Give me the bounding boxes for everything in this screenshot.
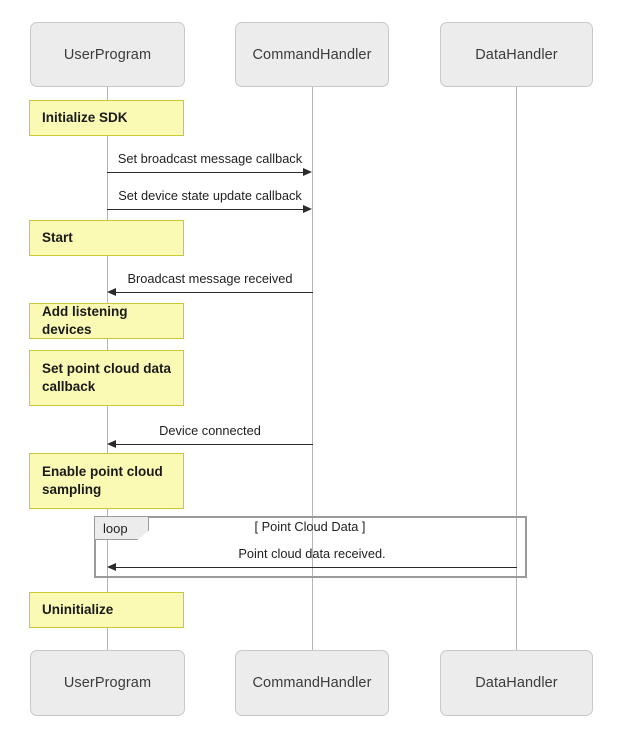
participant-label: DataHandler — [475, 46, 558, 63]
action-set-point-cloud-data-callback[interactable]: Set point cloud data callback — [29, 350, 184, 406]
message-arrowhead-set-device-state-update-callback — [303, 205, 312, 213]
action-label: Add listening devices — [42, 304, 128, 337]
action-label: Start — [42, 230, 73, 246]
participant-commandhandler-header[interactable]: CommandHandler — [235, 22, 389, 87]
participant-commandhandler-footer[interactable]: CommandHandler — [235, 650, 389, 716]
message-arrowhead-broadcast-message-received — [107, 288, 116, 296]
participant-datahandler-header[interactable]: DataHandler — [440, 22, 593, 87]
participant-userprogram-footer[interactable]: UserProgram — [30, 650, 185, 716]
message-arrowhead-set-broadcast-message-callback — [303, 168, 312, 176]
fragment-condition-label: [ Point Cloud Data ] — [254, 519, 366, 534]
participant-label: DataHandler — [475, 675, 558, 691]
action-initialize-sdk[interactable]: Initialize SDK — [29, 100, 184, 136]
message-label-point-cloud-data-received: Point cloud data received. — [238, 546, 386, 561]
message-label-device-connected: Device connected — [159, 423, 261, 438]
action-uninitialize[interactable]: Uninitialize — [29, 592, 184, 628]
message-label-broadcast-message-received: Broadcast message received — [127, 271, 293, 286]
message-arrowhead-device-connected — [107, 440, 116, 448]
fragment-operator-tag: loop — [95, 517, 149, 540]
action-enable-point-cloud-sampling[interactable]: Enable point cloud sampling — [29, 453, 184, 509]
message-line-device-connected — [116, 444, 313, 445]
message-arrowhead-point-cloud-data-received — [107, 563, 116, 571]
action-add-listening-devices[interactable]: Add listening devices — [29, 303, 184, 339]
participant-userprogram-header[interactable]: UserProgram — [30, 22, 185, 87]
participant-label: UserProgram — [63, 46, 152, 63]
message-label-set-broadcast-message-callback: Set broadcast message callback — [117, 151, 303, 166]
action-label: Initialize SDK — [42, 110, 128, 126]
action-label: Set point cloud data callback — [42, 361, 172, 394]
action-start[interactable]: Start — [29, 220, 184, 256]
message-line-set-device-state-update-callback — [107, 209, 304, 210]
participant-label: CommandHandler — [252, 46, 372, 63]
action-label: Uninitialize — [42, 602, 114, 618]
lifeline-datahandler — [516, 87, 517, 650]
message-line-broadcast-message-received — [116, 292, 313, 293]
message-line-point-cloud-data-received — [116, 567, 517, 568]
message-label-set-device-state-update-callback: Set device state update callback — [118, 188, 302, 203]
fragment-loop-point-cloud-data[interactable] — [94, 516, 527, 578]
action-label: Enable point cloud sampling — [42, 464, 163, 497]
participant-label: CommandHandler — [252, 675, 372, 691]
message-line-set-broadcast-message-callback — [107, 172, 304, 173]
lifeline-commandhandler — [312, 87, 313, 650]
participant-datahandler-footer[interactable]: DataHandler — [440, 650, 593, 716]
participant-label: UserProgram — [63, 675, 152, 691]
